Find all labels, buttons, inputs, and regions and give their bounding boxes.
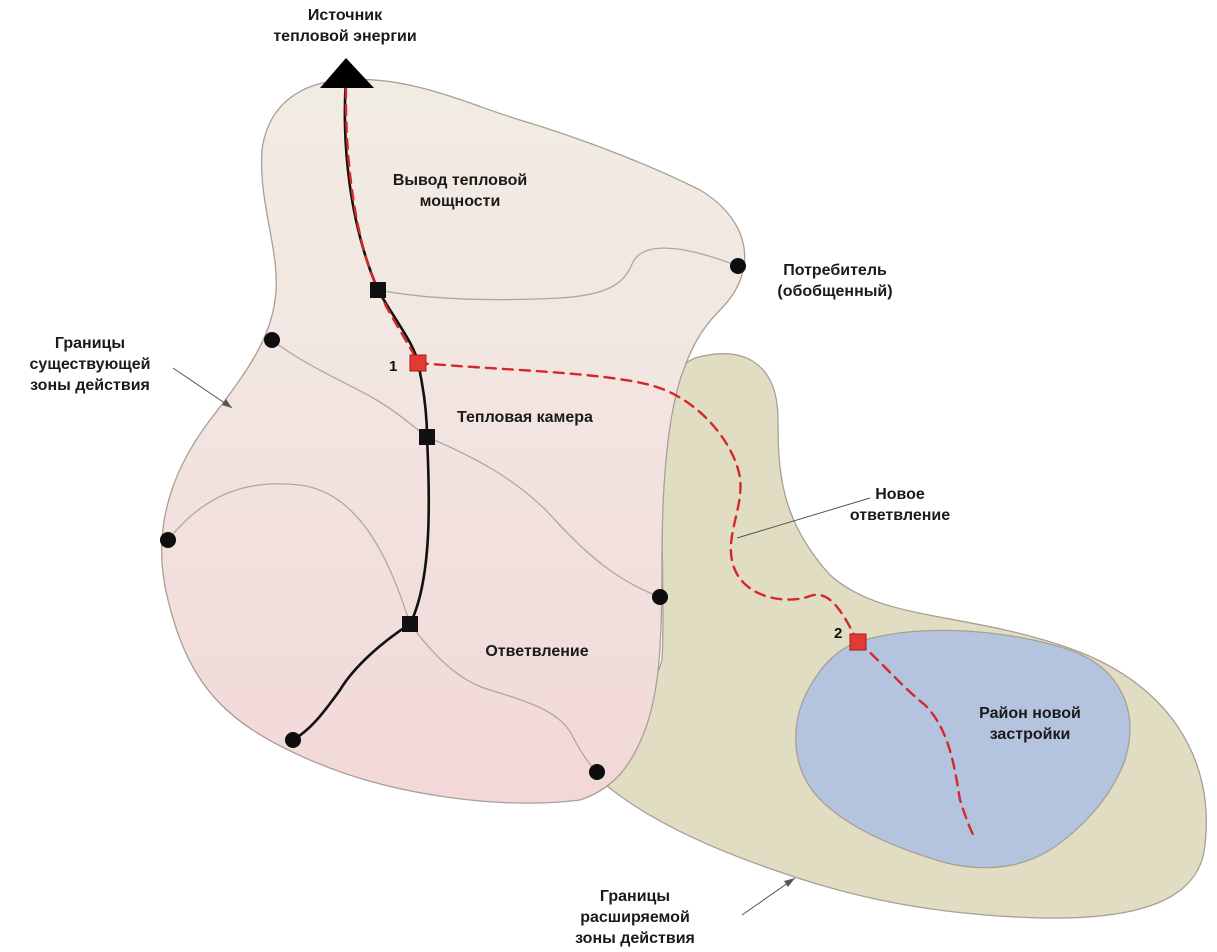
chamber-square-icon	[370, 282, 386, 298]
consumer-circle-icon	[285, 732, 301, 748]
contour-lines	[167, 247, 739, 773]
new-district-label: Район новой застройки	[979, 705, 1081, 743]
consumer-circle-icon	[264, 332, 280, 348]
branch-square-icon	[402, 616, 418, 632]
consumer-circle-icon	[652, 589, 668, 605]
new-node-2-square-icon	[849, 633, 867, 651]
consumer-circle-icon	[589, 764, 605, 780]
heat-chamber-label: Тепловая камера	[457, 409, 593, 426]
new-district-area	[795, 629, 1131, 869]
existing-bounds-arrowhead	[222, 399, 232, 408]
consumer-label: Потребитель (обобщенный)	[777, 262, 893, 300]
heat-chamber-square-icon	[419, 429, 435, 445]
heat-output-label: Вывод тепловой мощности	[392, 172, 528, 210]
source-label: Источник тепловой энергии	[273, 7, 417, 45]
existing-zone-area	[161, 78, 746, 804]
new-node-1-square-icon	[409, 354, 427, 372]
consumers	[160, 258, 746, 780]
expanded-zone-bounds-label: Границы расширяемой зоны действия	[575, 888, 695, 947]
new-branch-pointer	[736, 497, 871, 539]
node-1-number: 1	[389, 358, 398, 375]
consumer-circle-icon	[160, 532, 176, 548]
expanded-bounds-arrowhead	[784, 878, 795, 887]
consumer-circle-icon	[730, 258, 746, 274]
existing-bounds-pointer	[172, 367, 233, 409]
new-branch-label: Новое ответвление	[849, 486, 951, 524]
source-triangle-icon	[320, 58, 374, 88]
node-2-number: 2	[834, 625, 843, 642]
existing-zone-bounds-label: Границы существующей зоны действия	[29, 335, 151, 394]
new-network	[344, 86, 977, 840]
branch-label: Ответвление	[485, 643, 589, 660]
